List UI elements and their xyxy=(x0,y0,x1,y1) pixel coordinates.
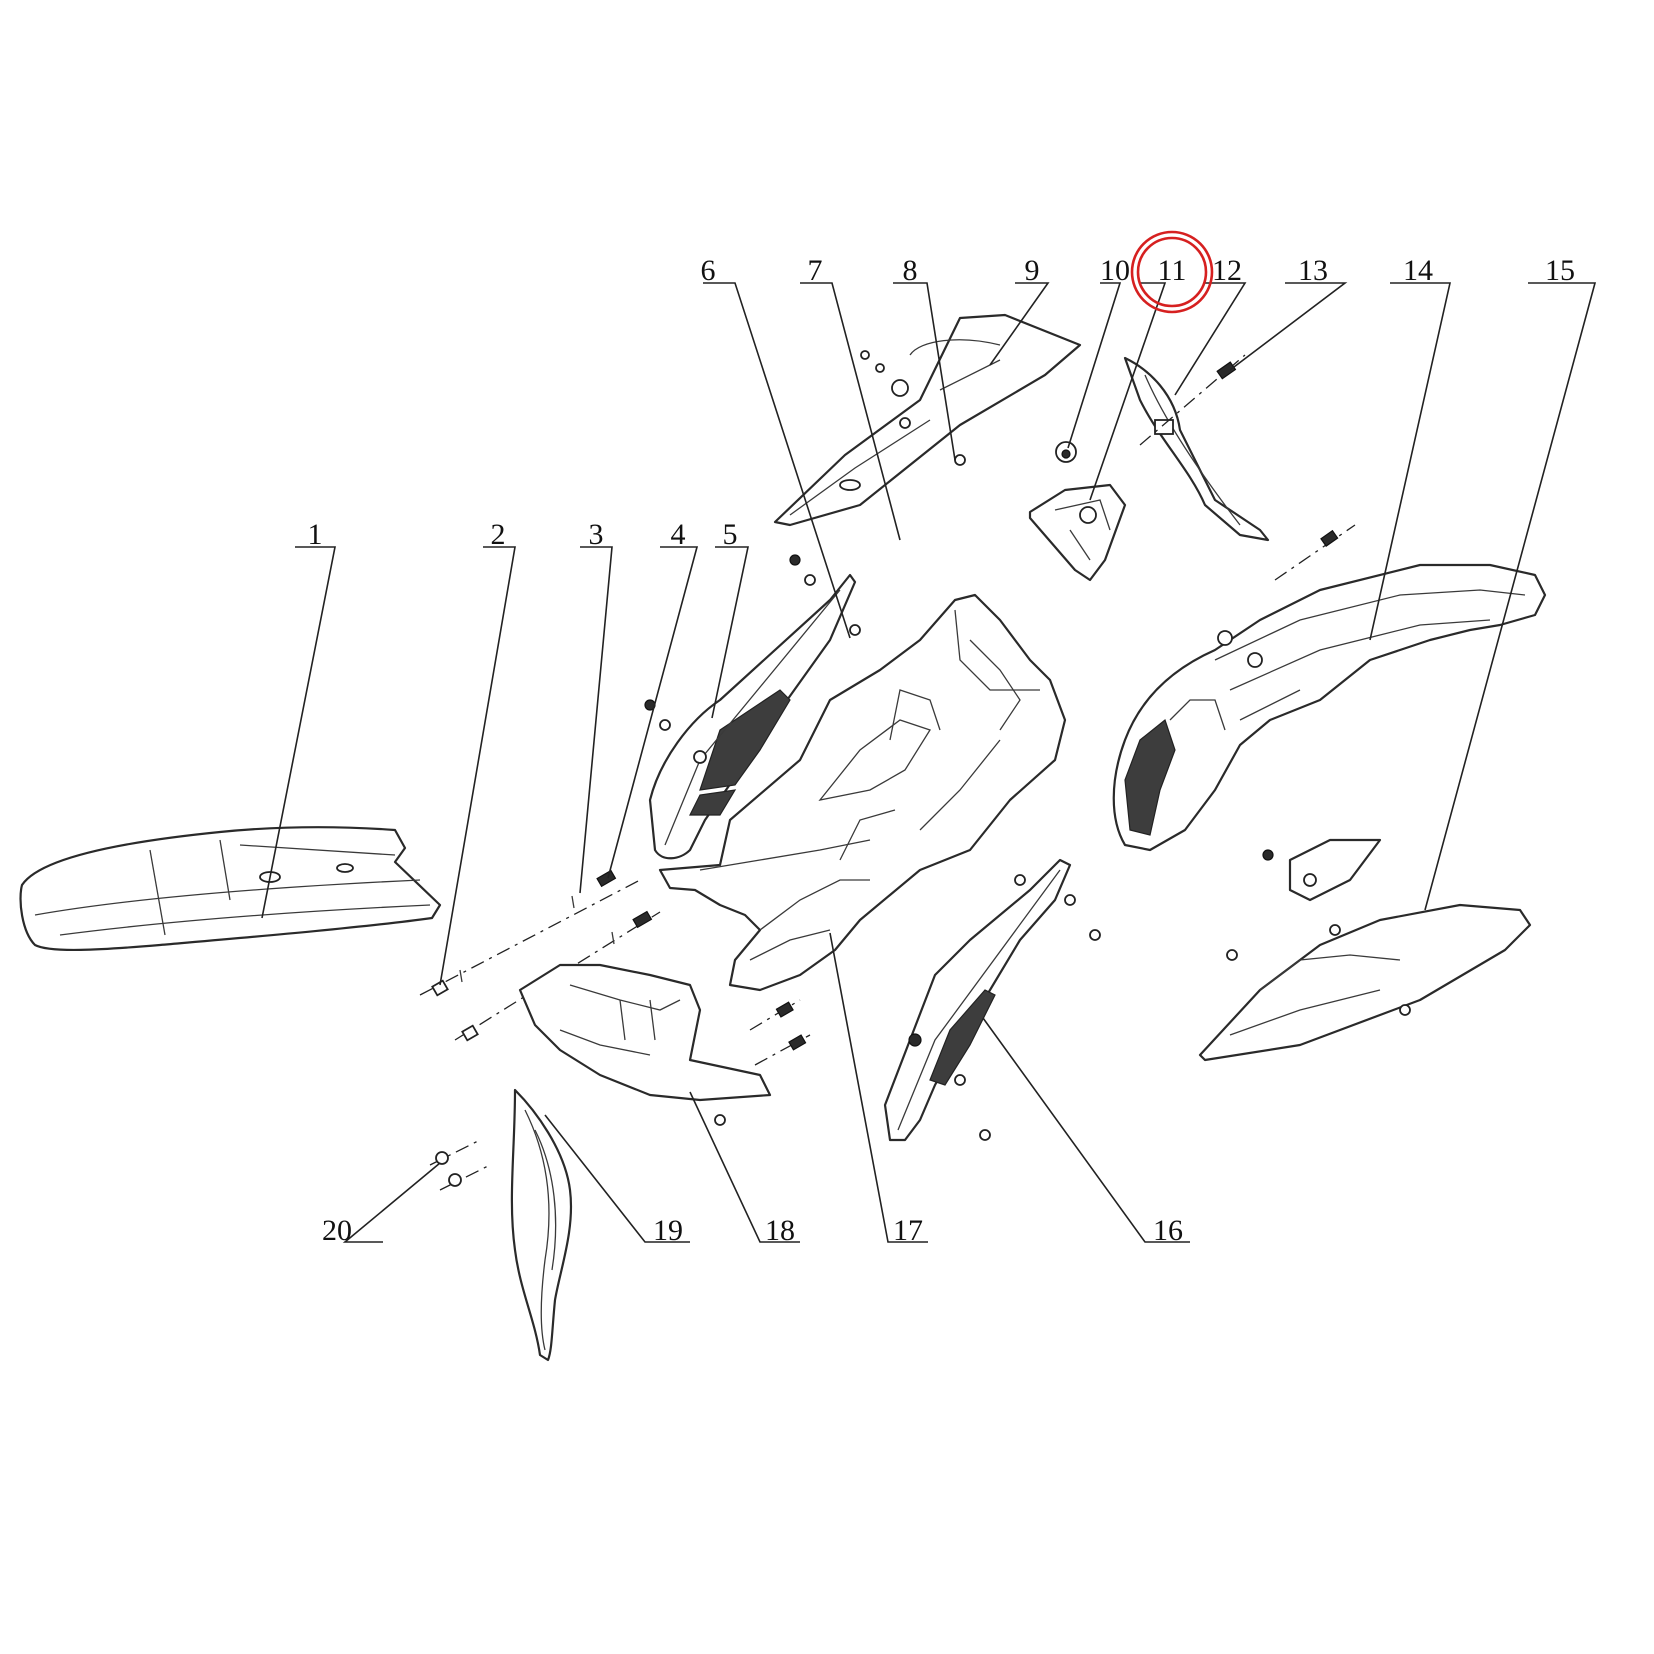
callout-3: 3 xyxy=(589,518,604,551)
part-1-rear-fender xyxy=(19,826,442,952)
part-17-center-frame-cover xyxy=(658,593,1067,992)
part-12-side-fin xyxy=(1123,356,1270,542)
callout-15: 15 xyxy=(1545,254,1575,287)
part-14-tail-section xyxy=(1112,563,1547,852)
callout-2: 2 xyxy=(491,518,506,551)
callout-6: 6 xyxy=(701,254,716,287)
callout-14: 14 xyxy=(1403,254,1433,287)
callout-12: 12 xyxy=(1212,254,1242,287)
part-16-right-side-panel xyxy=(883,858,1101,1142)
part-19-mud-flap xyxy=(510,1088,573,1362)
callout-5: 5 xyxy=(723,518,738,551)
callout-8: 8 xyxy=(903,254,918,287)
callout-13: 13 xyxy=(1298,254,1328,287)
leader-lines xyxy=(261,282,1597,1243)
callout-7: 7 xyxy=(808,254,823,287)
fasteners-part-13 xyxy=(1139,354,1356,581)
callout-18: 18 xyxy=(765,1214,795,1247)
callout-4: 4 xyxy=(671,518,686,551)
callout-11-highlight xyxy=(1130,230,1214,314)
part-20-nuts xyxy=(429,1139,491,1191)
part-15-rear-undertray xyxy=(1198,838,1532,1062)
part-10-grommet xyxy=(1055,441,1077,463)
callout-19: 19 xyxy=(653,1214,683,1247)
callout-11: 11 xyxy=(1158,254,1187,287)
callout-17: 17 xyxy=(893,1214,923,1247)
callout-labels: 6 7 8 9 10 11 12 13 14 15 1 2 3 4 5 20 1… xyxy=(308,254,1576,1247)
callout-16: 16 xyxy=(1153,1214,1183,1247)
callout-10: 10 xyxy=(1100,254,1130,287)
callout-20: 20 xyxy=(322,1214,352,1247)
callout-9: 9 xyxy=(1025,254,1040,287)
part-9-top-cover xyxy=(773,313,1082,527)
callout-1: 1 xyxy=(308,518,323,551)
part-18-lower-left-cover xyxy=(518,963,811,1126)
part-5-left-side-panel xyxy=(648,573,857,860)
part-11-bracket xyxy=(1028,483,1127,582)
